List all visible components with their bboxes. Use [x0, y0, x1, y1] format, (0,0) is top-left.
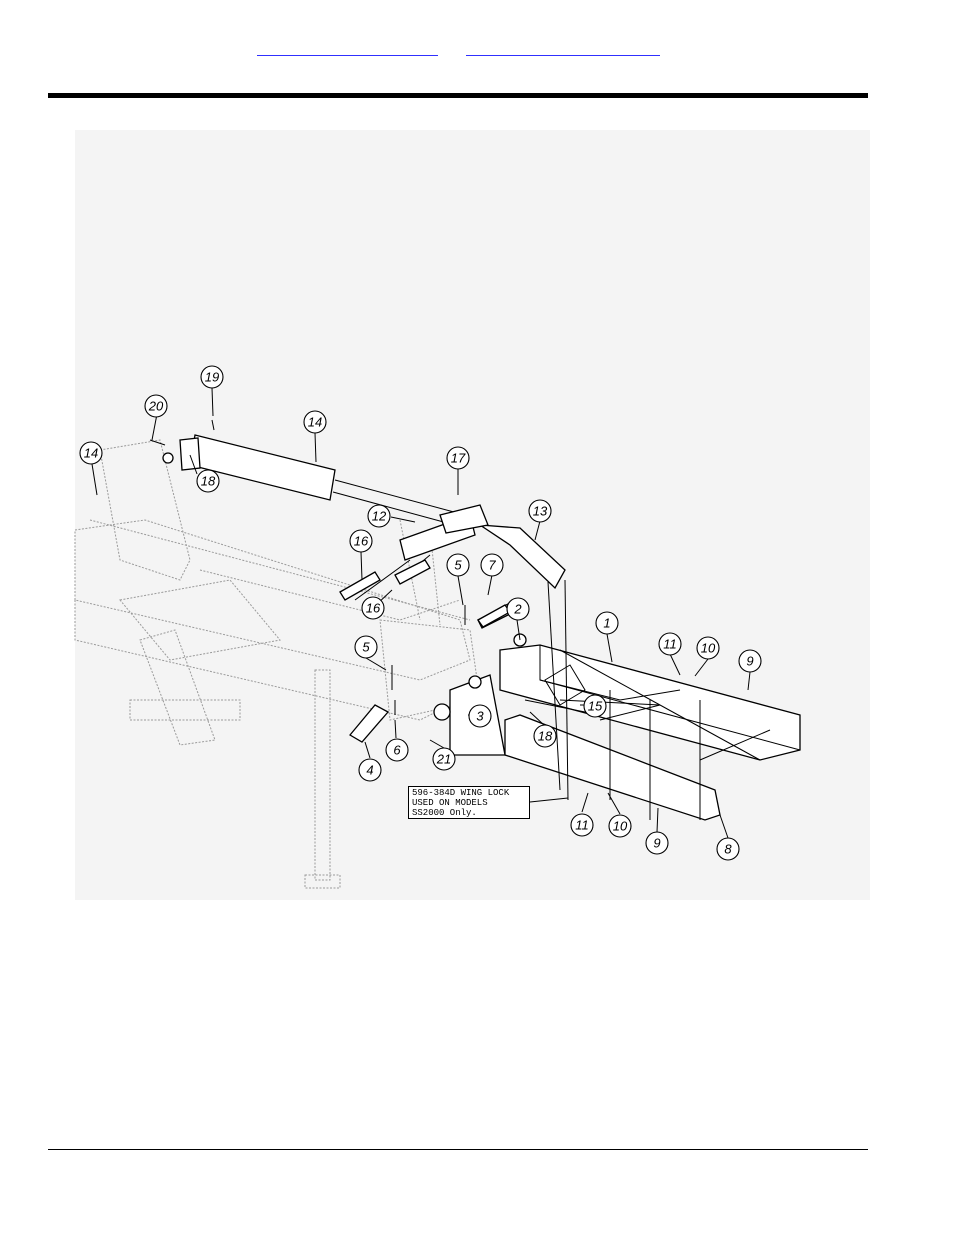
- note-line-3: SS2000 Only.: [412, 808, 526, 818]
- callout-21: 21: [433, 748, 455, 770]
- svg-text:6: 6: [393, 743, 401, 758]
- svg-text:4: 4: [366, 763, 373, 778]
- callout-6: 6: [386, 739, 408, 761]
- callout-14-left: 14: [80, 442, 102, 464]
- callout-2: 2: [507, 598, 529, 620]
- svg-text:10: 10: [701, 641, 716, 656]
- svg-text:1: 1: [603, 616, 610, 631]
- callout-10-bottom: 10: [609, 815, 631, 837]
- callout-20: 20: [145, 395, 167, 417]
- svg-text:18: 18: [201, 474, 216, 489]
- callout-11-top: 11: [659, 633, 681, 655]
- svg-text:18: 18: [538, 729, 553, 744]
- svg-text:14: 14: [308, 415, 322, 430]
- svg-text:20: 20: [148, 399, 164, 414]
- callout-9-bottom: 9: [646, 832, 668, 854]
- svg-text:5: 5: [362, 640, 370, 655]
- callout-1: 1: [596, 612, 618, 634]
- callout-11-bottom: 11: [571, 814, 593, 836]
- callout-15: 15: [584, 695, 606, 717]
- svg-text:16: 16: [366, 601, 381, 616]
- callout-5-b: 5: [355, 636, 377, 658]
- wing-lock-note: 596-384D WING LOCK USED ON MODELS SS2000…: [408, 786, 530, 819]
- svg-text:16: 16: [354, 534, 369, 549]
- svg-text:9: 9: [653, 836, 660, 851]
- callout-10-top: 10: [697, 637, 719, 659]
- callout-13: 13: [529, 500, 551, 522]
- svg-text:2: 2: [513, 602, 522, 617]
- svg-text:21: 21: [436, 752, 451, 767]
- svg-text:14: 14: [84, 446, 98, 461]
- svg-text:5: 5: [454, 558, 462, 573]
- callout-17: 17: [447, 447, 469, 469]
- svg-text:12: 12: [372, 509, 387, 524]
- main-frame-ghost: [75, 440, 480, 888]
- callout-16-a: 16: [350, 530, 372, 552]
- callout-3: 3: [469, 705, 491, 727]
- note-line-2: USED ON MODELS: [412, 798, 526, 808]
- svg-text:7: 7: [488, 558, 496, 573]
- callout-16-b: 16: [362, 597, 384, 619]
- svg-text:3: 3: [476, 709, 484, 724]
- callout-5-a: 5: [447, 554, 469, 576]
- callout-18-mid: 18: [534, 725, 556, 747]
- callout-14-top: 14: [304, 411, 326, 433]
- callout-7: 7: [481, 554, 503, 576]
- svg-text:11: 11: [663, 637, 677, 652]
- footer-rule: [48, 1149, 868, 1150]
- svg-text:11: 11: [575, 818, 589, 833]
- svg-text:10: 10: [613, 819, 628, 834]
- note-line-1: 596-384D WING LOCK: [412, 788, 526, 798]
- svg-text:19: 19: [205, 370, 219, 385]
- callout-19: 19: [201, 366, 223, 388]
- callout-8: 8: [717, 838, 739, 860]
- svg-text:17: 17: [451, 451, 466, 466]
- svg-text:9: 9: [746, 654, 753, 669]
- callout-18-top: 18: [197, 470, 219, 492]
- callout-4: 4: [359, 759, 381, 781]
- callout-12: 12: [368, 505, 390, 527]
- svg-text:15: 15: [588, 699, 603, 714]
- svg-text:8: 8: [724, 842, 732, 857]
- svg-text:13: 13: [533, 504, 548, 519]
- callout-9-top: 9: [739, 650, 761, 672]
